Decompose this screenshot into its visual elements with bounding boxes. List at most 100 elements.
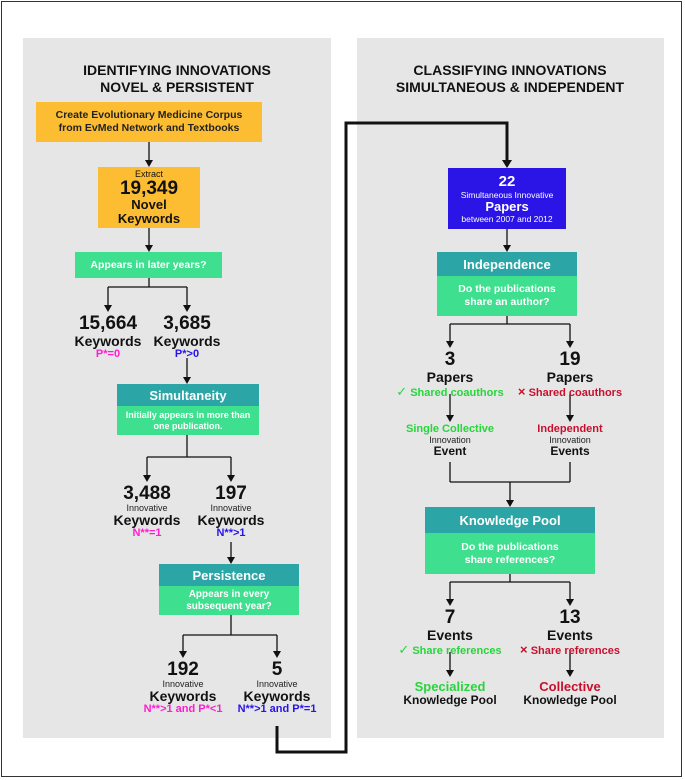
left-title-line2: NOVEL & PERSISTENT (100, 79, 254, 95)
result-13-events: 13 Events × Share references (510, 608, 630, 657)
collective-line1: Collective (539, 679, 601, 694)
check-icon: ✓ (396, 383, 408, 399)
independence-title: Independence (463, 256, 551, 272)
knowledge-pool-question: Do the publications share references? (425, 533, 595, 574)
independence-header: Independence (437, 252, 577, 276)
single-collective-line1: Single Collective (405, 423, 495, 435)
result-192: 192 Innovative Keywords N**>1 and P*<1 (133, 660, 233, 716)
collective-knowledge-pool: Collective Knowledge Pool (505, 680, 635, 706)
result-192-label: Keywords (149, 688, 217, 705)
persistence-q-line1: Appears in every (188, 588, 270, 600)
result-5-cond: N**>1 and P*=1 (237, 703, 317, 716)
result-13-count: 13 (559, 607, 581, 628)
independent-events: Independent Innovation Events (510, 423, 630, 458)
check-icon: ✓ (398, 641, 410, 657)
left-panel-title: IDENTIFYING INNOVATIONS NOVEL & PERSISTE… (40, 62, 314, 96)
extract-line2: Keywords (117, 211, 181, 226)
extract-label: Extract (134, 169, 163, 179)
papers-label: Papers (485, 198, 529, 214)
result-15664: 15,664 Keywords P*=0 (62, 314, 154, 360)
single-collective-sub: Innovation (429, 434, 471, 445)
result-13-cond-row: × Share references (510, 641, 630, 658)
single-collective-line2: Event (433, 443, 467, 458)
result-3-label: Papers (426, 368, 474, 385)
simultaneity-q-line1: Initially appears in more than (125, 409, 251, 420)
result-3-papers: 3 Papers ✓ Shared coauthors (390, 350, 510, 399)
result-5: 5 Innovative Keywords N**>1 and P*=1 (227, 660, 327, 716)
result-7-events: 7 Events ✓ Share references (390, 608, 510, 657)
knowledge-q-line2: share references? (464, 553, 556, 566)
later-years-text: Appears in later years? (90, 259, 207, 271)
specialized-line1: Specialized (414, 679, 486, 694)
extract-line1: Novel (131, 197, 167, 212)
single-collective-event: Single Collective Innovation Event (390, 423, 510, 458)
result-19-label: Papers (546, 368, 594, 385)
right-panel-title: CLASSIFYING INNOVATIONS SIMULTANEOUS & I… (372, 62, 648, 96)
result-19-papers: 19 Papers × Shared coauthors (510, 350, 630, 399)
result-7-cond-row: ✓ Share references (390, 641, 510, 658)
left-title-line1: IDENTIFYING INNOVATIONS (83, 62, 271, 78)
simultaneity-header: Simultaneity (117, 384, 259, 406)
knowledge-pool-header: Knowledge Pool (425, 507, 595, 533)
result-13-cond: Share references (530, 644, 620, 657)
result-3-count: 3 (444, 349, 456, 370)
independent-sub: Innovation (549, 434, 591, 445)
result-197-cond: N**>1 (216, 527, 246, 540)
result-3-cond-row: ✓ Shared coauthors (390, 383, 510, 400)
result-3488-cond: N**=1 (132, 527, 162, 540)
independence-q-line2: share an author? (464, 296, 550, 308)
cross-icon: × (520, 641, 528, 657)
result-7-count: 7 (444, 607, 456, 628)
result-197: 197 Innovative Keywords N**>1 (185, 484, 277, 540)
result-3488-count: 3,488 (123, 483, 171, 504)
result-3685-cond: P*>0 (174, 347, 200, 360)
result-7-cond: Share references (412, 644, 502, 657)
right-title-line1: CLASSIFYING INNOVATIONS (413, 62, 607, 78)
result-15664-count: 15,664 (78, 313, 138, 334)
result-3685-label: Keywords (153, 332, 221, 349)
result-3685-count: 3,685 (163, 313, 211, 334)
result-192-count: 192 (167, 659, 199, 680)
independent-line2: Events (550, 443, 590, 458)
papers-range: between 2007 and 2012 (461, 213, 553, 224)
persistence-question: Appears in every subsequent year? (159, 586, 299, 615)
result-3488: 3,488 Innovative Keywords N**=1 (101, 484, 193, 540)
independent-line1: Independent (537, 423, 603, 435)
persistence-title: Persistence (192, 567, 266, 583)
result-197-label: Keywords (197, 512, 265, 529)
independence-q-line1: Do the publications (458, 283, 556, 295)
simultaneity-q-line2: one publication. (153, 420, 223, 431)
knowledge-pool-title: Knowledge Pool (459, 512, 561, 528)
extract-count: 19,349 (119, 178, 179, 199)
right-title-line2: SIMULTANEOUS & INDEPENDENT (395, 79, 625, 95)
simultaneity-question: Initially appears in more than one publi… (117, 406, 259, 435)
knowledge-q-line1: Do the publications (461, 540, 559, 553)
papers-sub: Simultaneous Innovative (460, 189, 554, 200)
specialized-knowledge-pool: Specialized Knowledge Pool (385, 680, 515, 706)
cross-icon: × (517, 383, 526, 399)
persistence-header: Persistence (159, 564, 299, 586)
result-5-count: 5 (271, 659, 283, 680)
corpus-line2: from EvMed Network and Textbooks (58, 122, 240, 134)
result-7-label: Events (427, 626, 473, 643)
result-192-cond: N**>1 and P*<1 (143, 703, 223, 716)
result-15664-label: Keywords (74, 332, 142, 349)
independence-question: Do the publications share an author? (437, 276, 577, 316)
result-3488-label: Keywords (113, 512, 181, 529)
specialized-line2: Knowledge Pool (403, 692, 497, 707)
right-panel (357, 38, 664, 738)
result-15664-cond: P*=0 (95, 347, 121, 360)
result-5-sub: Innovative (256, 678, 298, 689)
later-years-question: Appears in later years? (75, 252, 222, 278)
corpus-box: Create Evolutionary Medicine Corpus from… (36, 102, 262, 142)
result-13-label: Events (547, 626, 593, 643)
corpus-line1: Create Evolutionary Medicine Corpus (55, 109, 243, 121)
result-19-cond-row: × Shared coauthors (510, 383, 630, 400)
papers-box: 22 Simultaneous Innovative Papers betwee… (448, 168, 566, 229)
papers-count: 22 (498, 172, 516, 190)
result-5-label: Keywords (243, 688, 311, 705)
simultaneity-title: Simultaneity (149, 387, 227, 403)
result-3685: 3,685 Keywords P*>0 (141, 314, 233, 360)
